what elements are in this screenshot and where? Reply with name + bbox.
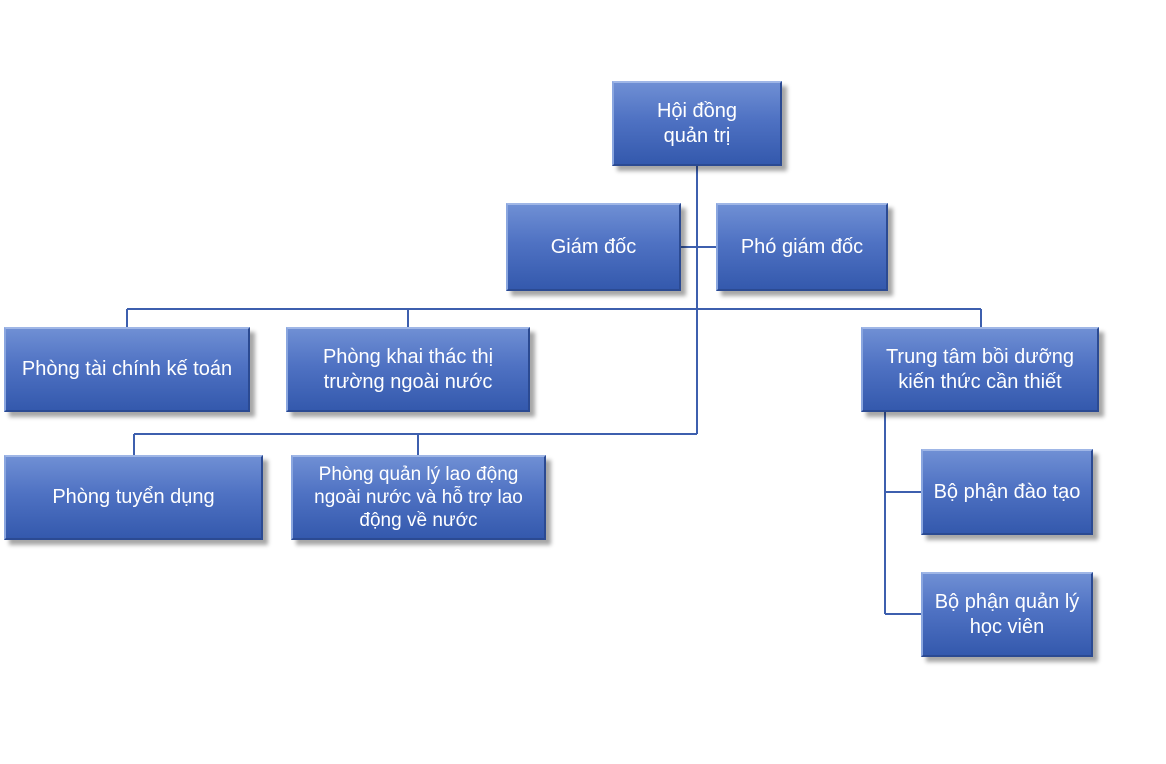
node-bo-phan-dao-tao: Bộ phận đào tạo xyxy=(921,449,1093,535)
node-phong-khai-thac-thi-truong: Phòng khai thác thị trường ngoài nước xyxy=(286,327,530,412)
node-bo-phan-quan-ly-hoc-vien: Bộ phận quản lý học viên xyxy=(921,572,1093,657)
node-label: Giám đốc xyxy=(550,235,637,258)
node-label: Phó giám đốc xyxy=(740,235,864,258)
node-hoi-dong-quan-tri: Hội đồng quản trị xyxy=(612,81,782,166)
node-giam-doc: Giám đốc xyxy=(506,203,681,291)
node-phong-quan-ly-lao-dong: Phòng quản lý lao động ngoài nước và hỗ … xyxy=(291,455,546,540)
node-label: Phòng tài chính kế toán xyxy=(21,358,233,380)
node-trung-tam-boi-duong: Trung tâm bồi dưỡng kiến thức cần thiết xyxy=(861,327,1099,412)
node-label: Phòng tuyển dụng xyxy=(52,486,215,508)
node-label: Phòng khai thác thị trường ngoài nước xyxy=(322,345,494,393)
node-label: Hội đồng quản trị xyxy=(656,99,738,147)
node-label: Bộ phận quản lý học viên xyxy=(934,590,1080,638)
node-pho-giam-doc: Phó giám đốc xyxy=(716,203,888,291)
node-phong-tuyen-dung: Phòng tuyển dụng xyxy=(4,455,263,540)
node-label: Phòng quản lý lao động ngoài nước và hỗ … xyxy=(314,464,523,531)
node-label: Bộ phận đào tạo xyxy=(933,480,1081,503)
node-label: Trung tâm bồi dưỡng kiến thức cần thiết xyxy=(885,345,1075,393)
node-phong-tai-chinh-ke-toan: Phòng tài chính kế toán xyxy=(4,327,250,412)
